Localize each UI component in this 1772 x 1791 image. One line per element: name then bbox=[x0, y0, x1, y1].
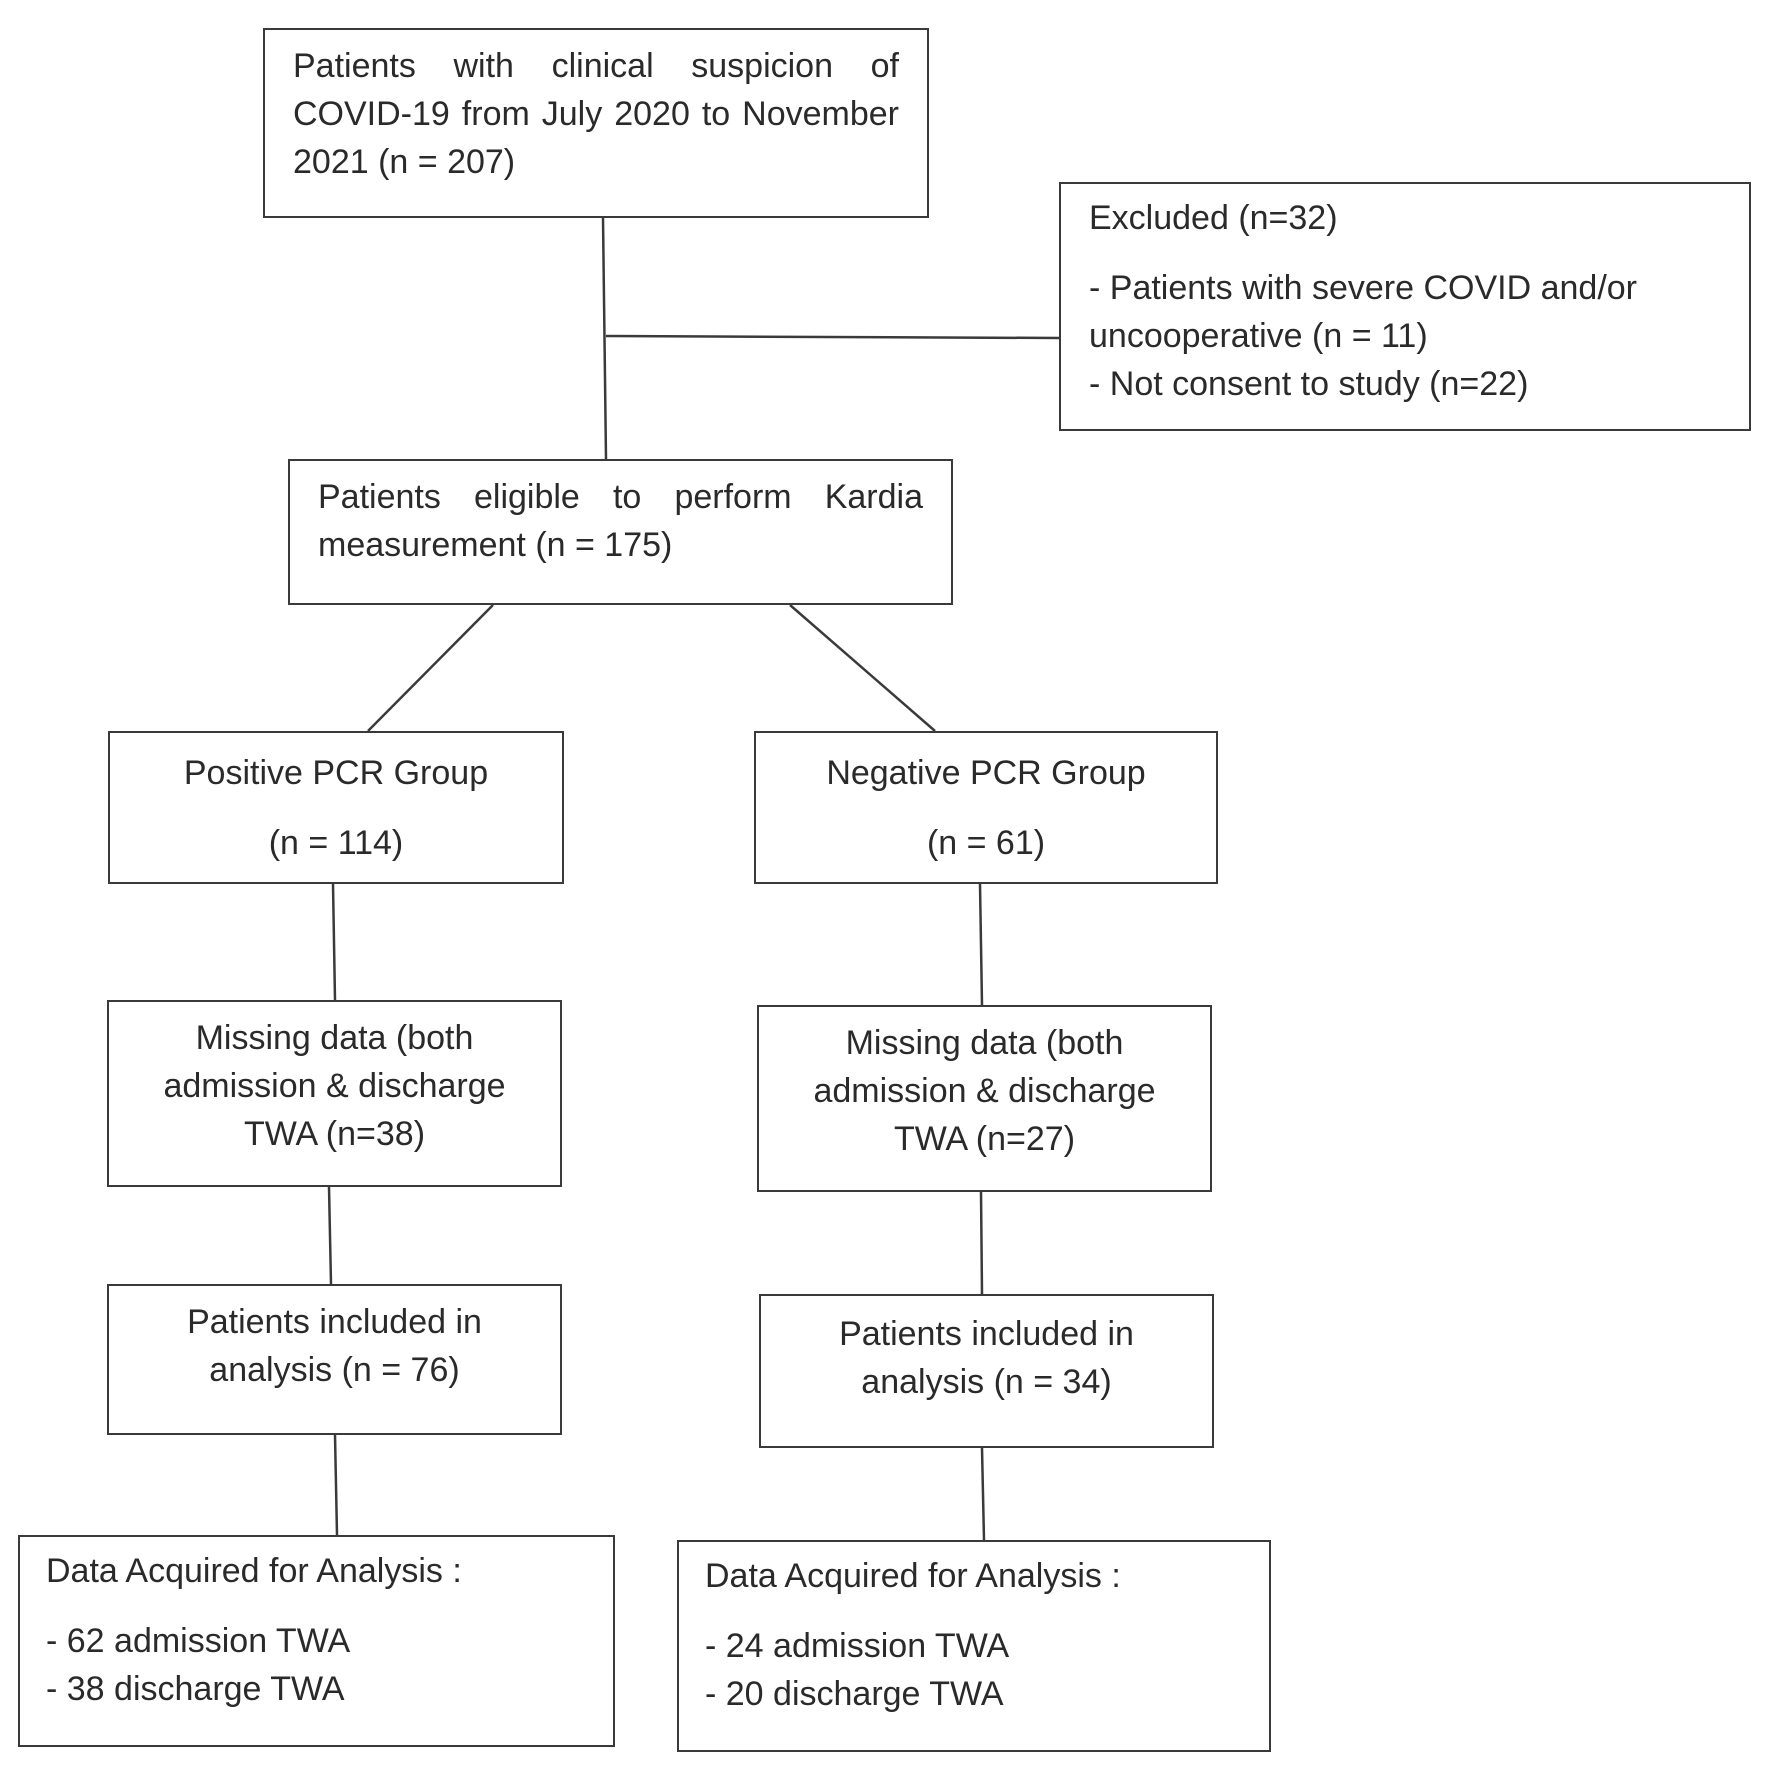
negative-missing-data-box: Missing data (both admission & discharge… bbox=[757, 1005, 1212, 1192]
connector-negative-to-missing bbox=[978, 883, 984, 1006]
positive-included-text: Patients included in analysis (n = 76) bbox=[187, 1303, 482, 1389]
screening-text: Patients with clinical suspicion of COVI… bbox=[293, 47, 899, 181]
connector-to-excluded bbox=[605, 334, 1060, 340]
positive-data-admission: - 62 admission TWA bbox=[46, 1622, 351, 1660]
connector-negative-missing-to-included bbox=[979, 1191, 984, 1295]
excluded-box: Excluded (n=32) - Patients with severe C… bbox=[1059, 182, 1751, 431]
connector-negative-included-to-data bbox=[980, 1447, 986, 1541]
negative-group-title: Negative PCR Group bbox=[826, 754, 1146, 792]
connector-eligible-to-negative bbox=[789, 604, 936, 732]
connector-positive-missing-to-included bbox=[327, 1186, 333, 1285]
positive-pcr-group-box: Positive PCR Group (n = 114) bbox=[108, 731, 564, 884]
negative-included-text: Patients included in analysis (n = 34) bbox=[839, 1315, 1134, 1401]
connector-start-to-eligible bbox=[601, 217, 608, 460]
screening-box: Patients with clinical suspicion of COVI… bbox=[263, 28, 929, 218]
eligible-box: Patients eligible to perform Kardia meas… bbox=[288, 459, 953, 605]
connector-positive-to-missing bbox=[331, 883, 337, 1001]
positive-data-title: Data Acquired for Analysis : bbox=[46, 1552, 462, 1590]
negative-pcr-group-box: Negative PCR Group (n = 61) bbox=[754, 731, 1218, 884]
positive-data-acquired-box: Data Acquired for Analysis : - 62 admiss… bbox=[18, 1535, 615, 1747]
excluded-title: Excluded (n=32) bbox=[1089, 199, 1338, 237]
positive-included-box: Patients included in analysis (n = 76) bbox=[107, 1284, 562, 1435]
connector-eligible-to-positive bbox=[367, 604, 494, 732]
negative-data-title: Data Acquired for Analysis : bbox=[705, 1557, 1121, 1595]
positive-group-count: (n = 114) bbox=[268, 824, 404, 862]
positive-group-title: Positive PCR Group bbox=[183, 754, 489, 792]
excluded-reason-consent: - Not consent to study (n=22) bbox=[1089, 365, 1529, 403]
excluded-reason-severe: - Patients with severe COVID and/or unco… bbox=[1089, 269, 1638, 355]
positive-data-discharge: - 38 discharge TWA bbox=[46, 1670, 345, 1708]
negative-missing-text: Missing data (both admission & discharge… bbox=[813, 1024, 1156, 1158]
connector-positive-included-to-data bbox=[333, 1434, 339, 1536]
eligible-text: Patients eligible to perform Kardia meas… bbox=[318, 478, 923, 564]
negative-included-box: Patients included in analysis (n = 34) bbox=[759, 1294, 1214, 1448]
positive-missing-data-box: Missing data (both admission & discharge… bbox=[107, 1000, 562, 1187]
positive-missing-text: Missing data (both admission & discharge… bbox=[163, 1019, 506, 1153]
negative-data-admission: - 24 admission TWA bbox=[705, 1627, 1010, 1665]
negative-data-discharge: - 20 discharge TWA bbox=[705, 1675, 1004, 1713]
negative-data-acquired-box: Data Acquired for Analysis : - 24 admiss… bbox=[677, 1540, 1271, 1752]
negative-group-count: (n = 61) bbox=[926, 824, 1046, 862]
